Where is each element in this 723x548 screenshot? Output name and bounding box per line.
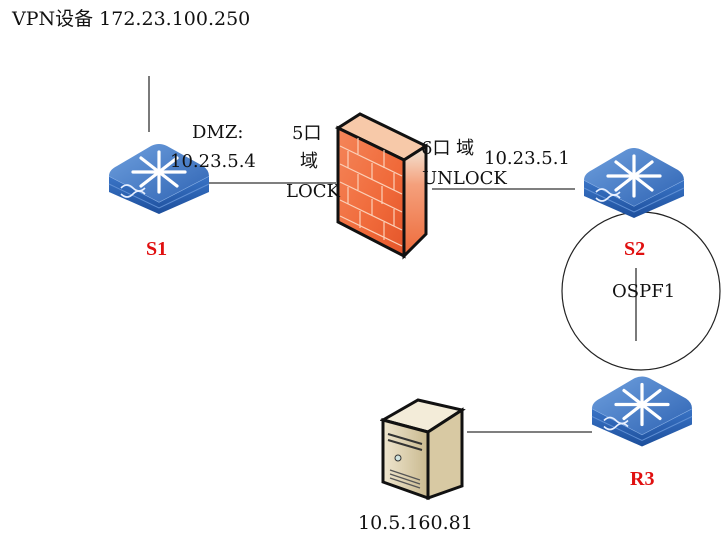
dmz-ip: 10.23.5.4 bbox=[170, 151, 256, 172]
vpn-device-title: VPN设备 172.23.100.250 bbox=[12, 8, 251, 30]
s1-label: S1 bbox=[146, 238, 168, 260]
ospf-label: OSPF1 bbox=[612, 281, 676, 302]
port5-zone: 域 bbox=[300, 151, 318, 172]
server-icon[interactable] bbox=[380, 394, 466, 502]
s2-ip: 10.23.5.1 bbox=[484, 148, 570, 169]
r3-label: R3 bbox=[630, 468, 655, 490]
port6-label: 6口 域 bbox=[421, 138, 475, 159]
port5-label: 5口 bbox=[292, 123, 322, 144]
port6-state: UNLOCK bbox=[422, 168, 507, 189]
router-r3-icon[interactable] bbox=[590, 370, 694, 450]
firewall-icon[interactable] bbox=[334, 112, 430, 260]
port5-state: LOCK bbox=[286, 181, 340, 202]
s2-label: S2 bbox=[624, 238, 646, 260]
server-ip: 10.5.160.81 bbox=[358, 512, 473, 534]
dmz-label: DMZ: bbox=[192, 122, 244, 143]
switch-s2-icon[interactable] bbox=[582, 144, 686, 219]
switch-s1-icon[interactable] bbox=[107, 140, 211, 215]
